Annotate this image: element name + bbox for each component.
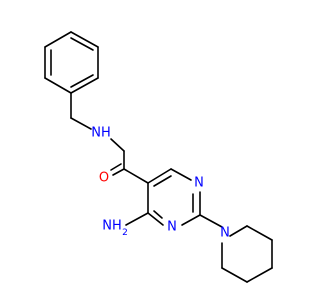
pyrimidine-n-lower-label: N	[167, 220, 177, 235]
benzyl-linker	[70, 92, 92, 130]
pyrimidine-ring	[147, 168, 201, 226]
pyrimidine-n-upper-label: N	[194, 176, 204, 191]
benzene-ring	[44, 31, 99, 94]
amino-group-label: NH 2	[102, 219, 128, 239]
molecule-canvas: NH O NH 2 N N N	[44, 31, 273, 283]
carbonyl-oxygen-label: O	[99, 171, 109, 186]
structure-diagram: NH O NH 2 N N N	[44, 31, 273, 283]
amino-subscript-label: 2	[122, 228, 128, 238]
amide-nh-label: NH	[91, 126, 111, 141]
amino-nh-label: NH	[102, 219, 122, 234]
piperidine-n-label: N	[220, 226, 230, 241]
piperidine-ring	[199, 214, 273, 283]
amide-bonds	[110, 138, 149, 184]
amino-bond	[125, 212, 149, 226]
